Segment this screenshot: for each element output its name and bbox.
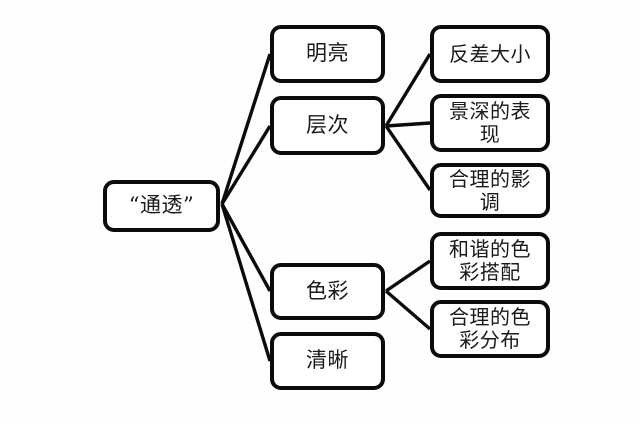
node-root-label: “通透” — [128, 193, 195, 218]
node-heli-secai-fenbu-label: 合理的色 彩分布 — [449, 305, 531, 352]
node-secai[interactable]: 色彩 — [270, 263, 385, 320]
node-hexie-secai-dapei[interactable]: 和谐的色 彩搭配 — [430, 232, 550, 290]
edge-cengci-to-fancha — [384, 53, 432, 127]
node-heli-yingdiao[interactable]: 合理的影 调 — [430, 163, 550, 218]
node-mingliang[interactable]: 明亮 — [270, 25, 385, 83]
node-fancha-daxiao[interactable]: 反差大小 — [430, 25, 550, 83]
node-heli-yingdiao-label: 合理的影 调 — [449, 166, 531, 214]
node-qingxi-label: 清晰 — [306, 348, 349, 373]
node-jingshen-biaoxian-label: 景深的表 现 — [449, 99, 531, 146]
edge-cengci-to-yingdiao — [384, 125, 432, 191]
edge-cengci-to-jingshen — [385, 121, 431, 128]
node-root[interactable]: “通透” — [103, 180, 220, 232]
node-fancha-daxiao-label: 反差大小 — [449, 41, 531, 66]
edge-secai-to-fenbu — [384, 289, 432, 331]
node-jingshen-biaoxian[interactable]: 景深的表 现 — [430, 94, 550, 152]
node-cengci[interactable]: 层次 — [270, 96, 385, 155]
node-hexie-secai-dapei-label: 和谐的色 彩搭配 — [449, 237, 531, 284]
edge-root-to-mingliang — [220, 53, 272, 205]
node-cengci-label: 层次 — [306, 112, 349, 137]
node-mingliang-label: 明亮 — [306, 41, 349, 66]
edge-root-to-qingxi — [220, 203, 272, 362]
edge-root-to-cengci — [220, 125, 272, 205]
node-heli-secai-fenbu[interactable]: 合理的色 彩分布 — [430, 300, 550, 358]
node-secai-label: 色彩 — [306, 278, 349, 303]
node-qingxi[interactable]: 清晰 — [270, 332, 385, 390]
edge-secai-to-hexie — [385, 259, 431, 293]
edge-root-to-secai — [220, 203, 272, 292]
